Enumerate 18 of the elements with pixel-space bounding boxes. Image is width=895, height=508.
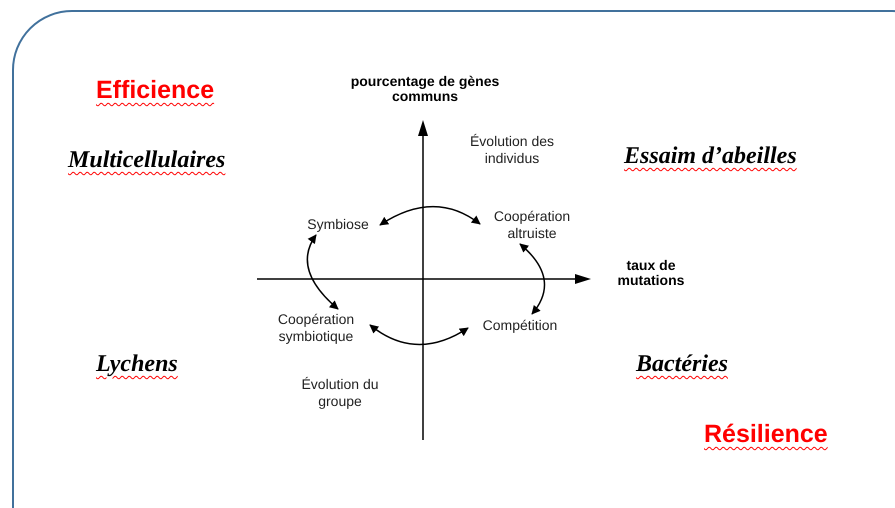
region-label: Évolution des individus [468, 133, 556, 167]
stage-label: Coopération symbiotique [276, 311, 356, 345]
cycle-arrow [519, 243, 546, 315]
region-label: Évolution du groupe [300, 376, 380, 410]
cycle-arrow [379, 206, 481, 226]
stage-label: Compétition [482, 316, 558, 334]
axis-label: pourcentage de gènes communs [350, 74, 500, 104]
example-label: Multicellulaires [68, 146, 226, 175]
cycle-arrow [369, 324, 469, 346]
example-label: Essaim d’abeilles [624, 142, 798, 171]
example-label: Lychens [96, 350, 179, 379]
cycle-arrow [306, 234, 339, 310]
stage-label: Coopération altruiste [492, 208, 572, 242]
stage-label: Symbiose [307, 216, 369, 232]
example-label: Bactéries [636, 350, 729, 379]
heading-label: Efficience [96, 75, 216, 106]
axis-label: taux de mutations [616, 258, 686, 288]
heading-label: Résilience [704, 419, 829, 450]
